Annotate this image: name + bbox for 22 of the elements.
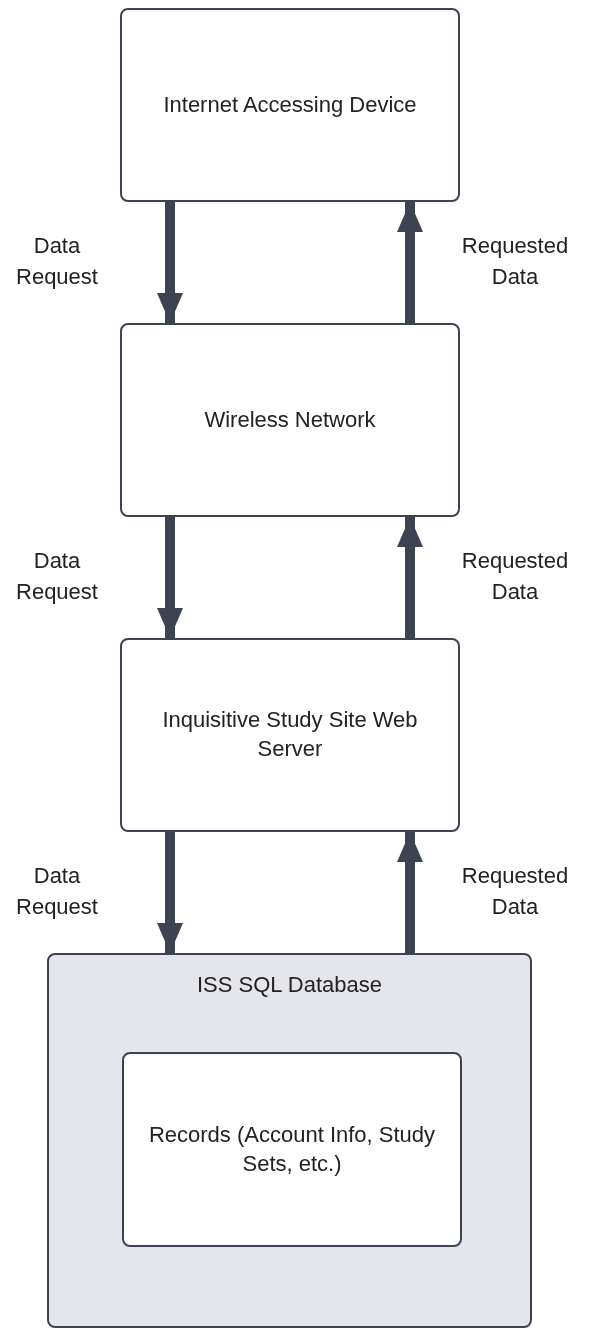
arrow [157, 202, 183, 323]
edge-label: Requested Data [460, 546, 570, 607]
process-box [120, 323, 460, 517]
process-box [120, 638, 460, 832]
node-label: ISS SQL Database [195, 971, 384, 999]
arrow [157, 517, 183, 638]
process-box [120, 8, 460, 202]
arrow [157, 832, 183, 953]
database-container [47, 953, 532, 1328]
node-label: Wireless Network [203, 405, 377, 434]
edge-label: Requested Data [460, 861, 570, 922]
node-label: Records (Account Info, Study Sets, etc.) [147, 1120, 437, 1178]
edge-label: Requested Data [460, 231, 570, 292]
node-label: Inquisitive Study Site Web Server [161, 706, 419, 763]
arrow [397, 202, 423, 323]
edge-label: Data Request [15, 861, 99, 922]
arrow [397, 832, 423, 953]
process-box [122, 1052, 462, 1247]
node-label: Internet Accessing Device [162, 90, 418, 119]
arrow [397, 517, 423, 638]
edge-label: Data Request [15, 546, 99, 607]
edge-label: Data Request [15, 231, 99, 292]
